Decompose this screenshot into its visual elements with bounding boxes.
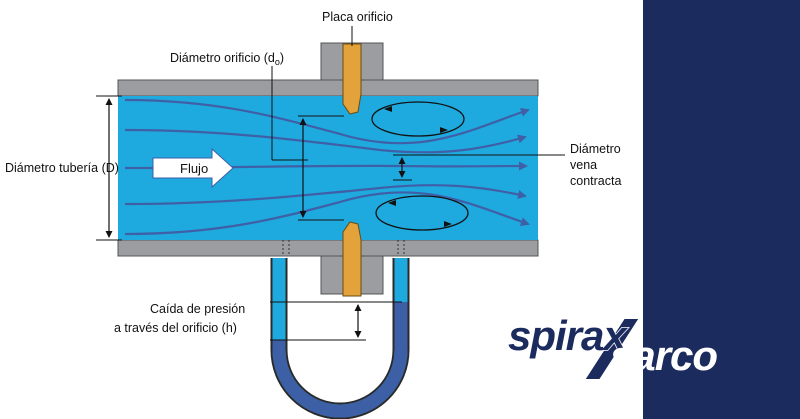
logo-text-top: spirax: [508, 312, 628, 359]
plate-label: Placa orificio: [322, 10, 393, 24]
manometer-fluid: [272, 302, 408, 418]
streamline-5: [124, 191, 530, 236]
streamlines: [124, 98, 530, 236]
flow-arrow: [152, 147, 234, 189]
pipe-diameter-label: Diámetro tubería (D): [5, 161, 119, 175]
streamline-4: [124, 184, 527, 206]
vena-contracta-dimension: [393, 154, 565, 181]
eddy-top: [371, 101, 465, 137]
pressure-tappings: [282, 240, 405, 256]
orifice-plate-top: [342, 43, 362, 115]
logo-slash: [582, 317, 642, 381]
pipe-diameter-dimension: [96, 95, 122, 241]
streamline-2: [124, 128, 527, 154]
brand-panel: [643, 0, 800, 419]
orifice-diameter-label: Diámetro orificio (do): [170, 51, 284, 67]
streamline-1: [124, 98, 530, 145]
pressure-drop-dimension: [270, 301, 402, 341]
orifice-diameter-dimension: [271, 66, 344, 221]
manometer-u-tube: [270, 258, 410, 419]
flow-label: Flujo: [180, 161, 208, 176]
orifice-plate-bottom: [342, 221, 362, 297]
logo-text-bottom: sarco: [610, 332, 717, 379]
eddy-bottom: [375, 195, 469, 231]
